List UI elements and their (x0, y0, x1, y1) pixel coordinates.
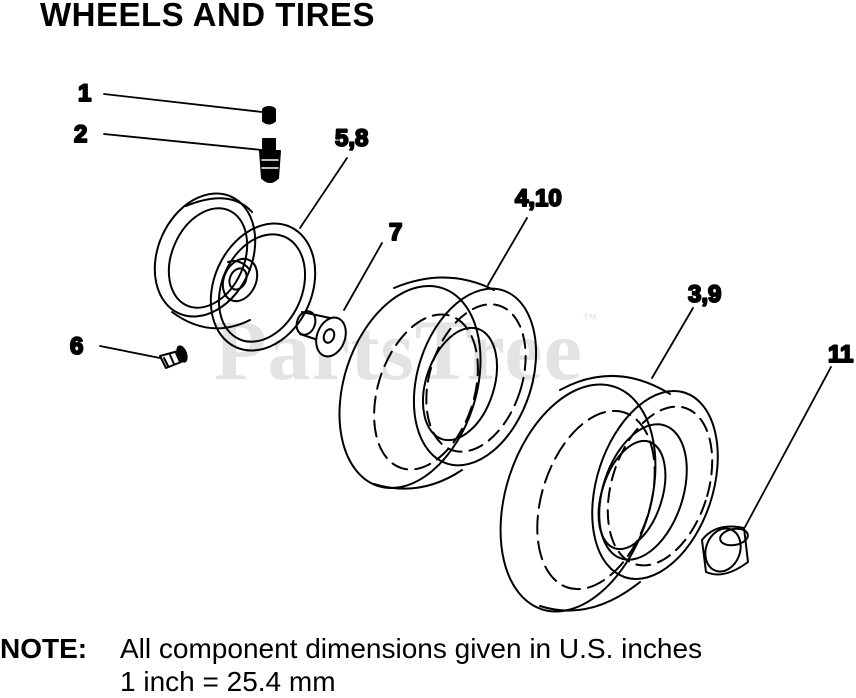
leader-lines (99, 93, 832, 528)
callout-6: 6 (70, 333, 83, 360)
valve-stem-part (259, 138, 281, 183)
callout-11: 11 (828, 341, 853, 368)
note-text: All component dimensions given in U.S. i… (120, 633, 703, 664)
callout-4-10: 4,10 (515, 185, 562, 212)
leader-line-6 (99, 345, 161, 359)
note-line-1: NOTE: All component dimensions given in U… (0, 632, 702, 665)
callout-7: 7 (389, 219, 402, 246)
wheel-rim-part (153, 192, 317, 352)
callout-5-8: 5,8 (335, 125, 368, 152)
note-line-2: 1 inch = 25.4 mm (120, 666, 336, 697)
callout-3-9: 3,9 (688, 281, 721, 308)
page-title: WHEELS AND TIRES (40, 0, 375, 33)
callout-2: 2 (74, 121, 87, 148)
front-tire-part (338, 276, 538, 490)
leader-line-4-10 (487, 217, 528, 286)
rear-tire-part (499, 375, 719, 613)
dimensions-note: NOTE: All component dimensions given in U… (0, 632, 702, 698)
hub-cap-part (701, 525, 749, 576)
valve-cap-part (262, 106, 276, 125)
callout-1: 1 (78, 80, 91, 107)
leader-line-11 (744, 366, 832, 528)
bushing-part (295, 310, 347, 358)
leader-line-2 (103, 133, 263, 151)
leader-line-1 (103, 93, 263, 113)
leader-line-5-8 (299, 157, 348, 229)
leader-line-3-9 (651, 307, 694, 379)
note-label: NOTE: (0, 633, 88, 664)
screw-part (159, 345, 188, 369)
leader-line-7 (343, 242, 383, 311)
